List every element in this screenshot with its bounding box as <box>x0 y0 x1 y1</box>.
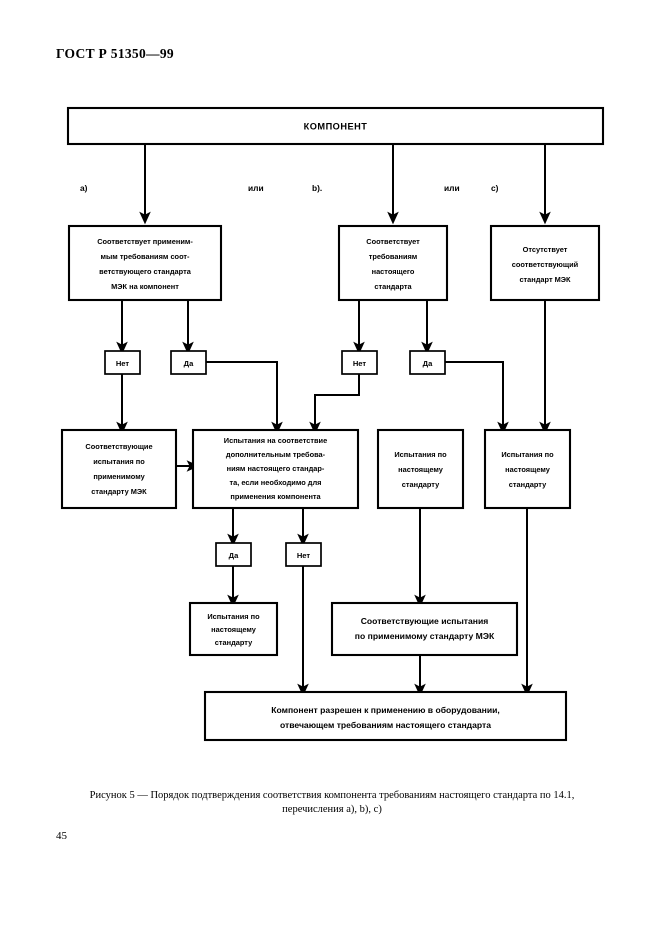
connector-bno-to-addl <box>309 374 360 435</box>
node-no-iec-line1: Отсутствует <box>523 245 568 254</box>
node-no-iec-line2: соответствующий <box>512 260 579 269</box>
node-conforms-std-line1: Соответствует <box>366 237 420 246</box>
node-addl-tests-line5: применения компонента <box>230 492 321 501</box>
decision-mid-yes-label: Да <box>229 551 239 560</box>
node-std-tests-mid-line3: стандарту <box>215 638 253 647</box>
branch-label-c: c) <box>491 183 499 193</box>
node-std-tests-mid-line1: Испытания по <box>207 612 260 621</box>
node-std-tests-c-line3: стандарту <box>509 480 547 489</box>
branch-label-b: b). <box>312 183 322 193</box>
figure-5-flowchart: КОМПОНЕНТ a) или b). или c) Соответствуе… <box>60 106 605 742</box>
figure-caption-line1: Рисунок 5 — Порядок подтверждения соотве… <box>89 790 575 801</box>
node-iec-tests-2 <box>330 601 519 657</box>
connector-ayes-to-addl-tests <box>206 361 283 435</box>
decision-mid-no-label: Нет <box>297 551 311 560</box>
node-conforms-std-line2: требованиям <box>369 252 418 261</box>
node-std-tests-b-line3: стандарту <box>402 480 440 489</box>
node-component-label: КОМПОНЕНТ <box>304 122 368 132</box>
node-iec-tests-2-line2: по применимому стандарту МЭК <box>355 631 495 641</box>
node-std-tests-mid <box>188 601 279 657</box>
flowchart-svg: КОМПОНЕНТ a) или b). или c) Соответствуе… <box>60 106 605 742</box>
figure-caption-line2: перечисления a), b), c) <box>282 804 382 815</box>
decision-b-yes-label: Да <box>423 359 433 368</box>
node-conforms-iec-line2: мым требованиям соот- <box>101 252 190 261</box>
node-std-tests-c-line1: Испытания по <box>501 450 554 459</box>
decision-a-yes-label: Да <box>184 359 194 368</box>
decision-b-no-label: Нет <box>353 359 367 368</box>
node-addl-tests-line4: та, если необходимо для <box>230 478 322 487</box>
node-addl-tests-line2: дополнительным требова- <box>226 450 326 459</box>
node-std-tests-c-line2: настоящему <box>505 465 551 474</box>
branch-label-or-2: или <box>444 183 460 193</box>
node-addl-tests-line3: ниям настоящего стандар- <box>227 464 325 473</box>
node-additional-tests <box>191 428 360 510</box>
node-std-tests-b-line2: настоящему <box>398 465 444 474</box>
node-addl-tests-line1: Испытания на соответствие <box>224 436 327 445</box>
node-conforms-iec-line4: МЭК на компонент <box>111 282 179 291</box>
node-component <box>66 106 605 146</box>
node-std-tests-mid-line2: настоящему <box>211 625 257 634</box>
figure-caption: Рисунок 5 — Порядок подтверждения соотве… <box>58 789 606 817</box>
node-iec-tests-2-line1: Соответствующие испытания <box>361 616 489 626</box>
node-conforms-this-standard <box>337 224 449 302</box>
node-std-tests-c <box>483 428 572 510</box>
node-conforms-iec-line3: ветствующего стандарта <box>99 267 192 276</box>
standard-header: ГОСТ Р 51350—99 <box>56 46 174 61</box>
node-conforms-std-line3: настоящего <box>372 267 415 276</box>
node-final-line2: отвечающем требованиям настоящего станда… <box>280 720 491 730</box>
decision-a-no-label: Нет <box>116 359 130 368</box>
node-final-approval <box>203 690 568 742</box>
node-iec-tests-line3: применимому <box>93 472 145 481</box>
node-std-tests-b <box>376 428 465 510</box>
node-iec-tests-line4: стандарту МЭК <box>91 487 147 496</box>
node-conforms-iec-line1: Соответствует применим- <box>97 237 193 246</box>
node-final-line1: Компонент разрешен к применению в оборуд… <box>271 705 500 715</box>
node-conforms-std-line4: стандарта <box>374 282 412 291</box>
node-iec-tests-line1: Соответствующие <box>85 442 152 451</box>
connector-byes-to-std-tests <box>445 361 509 435</box>
branch-label-or-1: или <box>248 183 264 193</box>
node-std-tests-b-line1: Испытания по <box>394 450 447 459</box>
node-no-iec-line3: стандарт МЭК <box>519 275 571 284</box>
page-number: 45 <box>56 830 67 842</box>
node-iec-tests-line2: испытания по <box>93 457 145 466</box>
node-iec-tests <box>60 428 178 510</box>
branch-label-a: a) <box>80 183 88 193</box>
node-conforms-iec-requirements <box>67 224 223 302</box>
